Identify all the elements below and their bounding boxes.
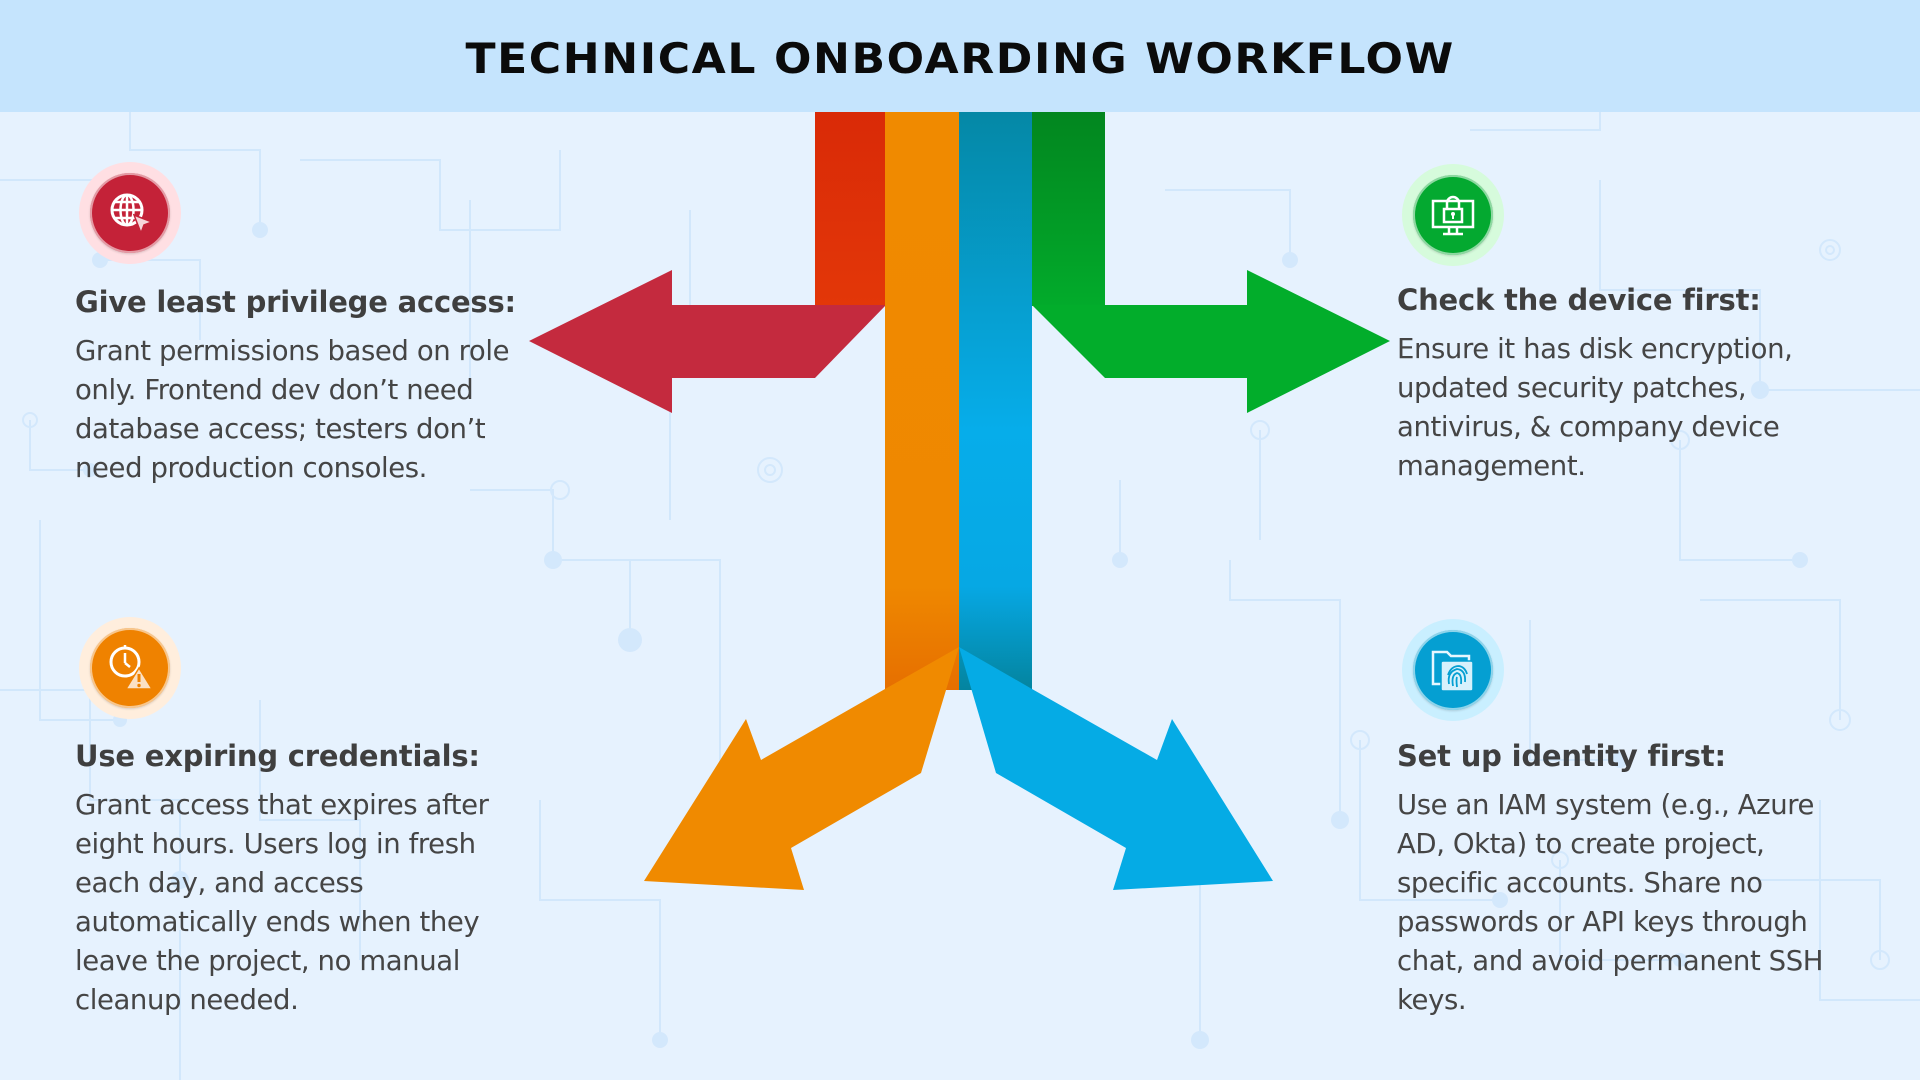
step-heading: Set up identity first: [1397, 739, 1726, 773]
step-identity-first: Set up identity first: Use an IAM system… [1397, 738, 1857, 1020]
identity-first-icon-badge [1402, 619, 1504, 721]
green-column [1032, 112, 1105, 306]
step-body: Grant permissions based on role only. Fr… [75, 335, 510, 484]
red-left-arrow [529, 270, 886, 413]
blue-column [959, 112, 1032, 690]
check-device-icon-badge [1402, 164, 1504, 266]
step-check-device: Check the device first: Ensure it has di… [1397, 282, 1857, 486]
orange-down-left-arrow [644, 647, 959, 890]
orange-column [885, 112, 959, 690]
page-title: TECHNICAL ONBOARDING WORKFLOW [465, 33, 1455, 83]
expiring-credentials-icon-badge [79, 617, 181, 719]
step-expiring-credentials: Use expiring credentials: Grant access t… [75, 738, 535, 1020]
least-privilege-icon-badge [79, 162, 181, 264]
green-right-arrow [1032, 270, 1390, 413]
monitor-lock-icon [1431, 195, 1475, 236]
fingerprint-folder-icon [1431, 650, 1474, 692]
step-heading: Give least privilege access: [75, 285, 516, 319]
red-column [815, 112, 886, 306]
step-body: Use an IAM system (e.g., Azure AD, Okta)… [1397, 789, 1824, 1016]
step-body: Ensure it has disk encryption, updated s… [1397, 333, 1793, 482]
step-least-privilege: Give least privilege access: Grant permi… [75, 284, 535, 488]
blue-down-right-arrow [959, 647, 1273, 890]
clock-warning-icon [109, 645, 154, 690]
globe-cursor-icon [110, 193, 155, 236]
step-heading: Check the device first: [1397, 283, 1761, 317]
header-bar: TECHNICAL ONBOARDING WORKFLOW [0, 0, 1920, 112]
step-body: Grant access that expires after eight ho… [75, 789, 489, 1016]
step-heading: Use expiring credentials: [75, 739, 480, 773]
